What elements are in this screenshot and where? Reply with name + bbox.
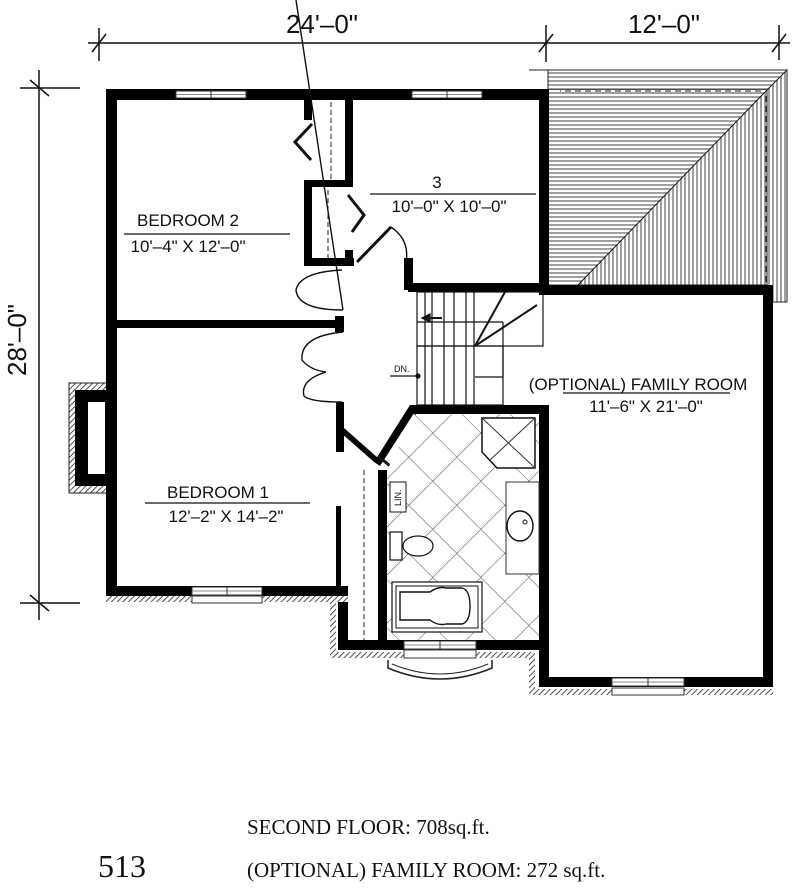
chimney xyxy=(68,382,110,494)
room-name: BEDROOM 2 xyxy=(137,211,239,230)
interior-walls xyxy=(117,100,549,642)
toilet-icon xyxy=(402,535,434,557)
windows xyxy=(175,90,685,696)
window-bath-bay xyxy=(387,640,493,680)
dimension-width-addition: 12'–0" xyxy=(628,9,700,39)
window-bedroom3 xyxy=(411,90,483,99)
room-size: 10'–0" X 10'–0" xyxy=(392,197,507,216)
second-floor-area: SECOND FLOOR: 708sq.ft. xyxy=(247,815,490,839)
roof-area xyxy=(529,68,788,303)
room-name: 3 xyxy=(432,173,441,192)
stairs xyxy=(390,291,544,406)
window-bedroom1 xyxy=(191,586,263,604)
bathroom: LIN. xyxy=(387,414,540,640)
room-bedroom2: BEDROOM 2 10'–4" X 12'–0" xyxy=(124,211,290,256)
room-family: (OPTIONAL) FAMILY ROOM 11'–6" X 21'–0" xyxy=(529,375,748,416)
room-bedroom1: BEDROOM 1 12'–2" X 14'–2" xyxy=(145,483,310,526)
room-name: BEDROOM 1 xyxy=(167,483,269,502)
room-size: 11'–6" X 21'–0" xyxy=(589,397,703,416)
optional-family-room-area: (OPTIONAL) FAMILY ROOM: 272 sq.ft. xyxy=(247,858,606,882)
room-size: 12'–2" X 14'–2" xyxy=(169,507,284,526)
doors xyxy=(292,0,423,486)
window-bedroom2 xyxy=(175,90,247,99)
closet-shelves xyxy=(327,102,365,640)
linen-label: LIN. xyxy=(393,489,403,506)
dimension-left: 28'–0" xyxy=(2,70,80,620)
room-size: 10'–4" X 12'–0" xyxy=(131,237,246,256)
dimension-top: 24'–0" 12'–0" xyxy=(88,9,790,62)
dimension-depth: 28'–0" xyxy=(2,304,32,376)
plan-number: 513 xyxy=(98,848,146,884)
window-family-room xyxy=(611,677,685,696)
dimension-width-main: 24'–0" xyxy=(286,9,358,39)
room-bedroom3: 3 10'–0" X 10'–0" xyxy=(370,173,536,216)
stairs-down-label: DN. xyxy=(394,364,410,374)
sink-icon xyxy=(506,510,534,542)
room-name: (OPTIONAL) FAMILY ROOM xyxy=(529,375,748,394)
